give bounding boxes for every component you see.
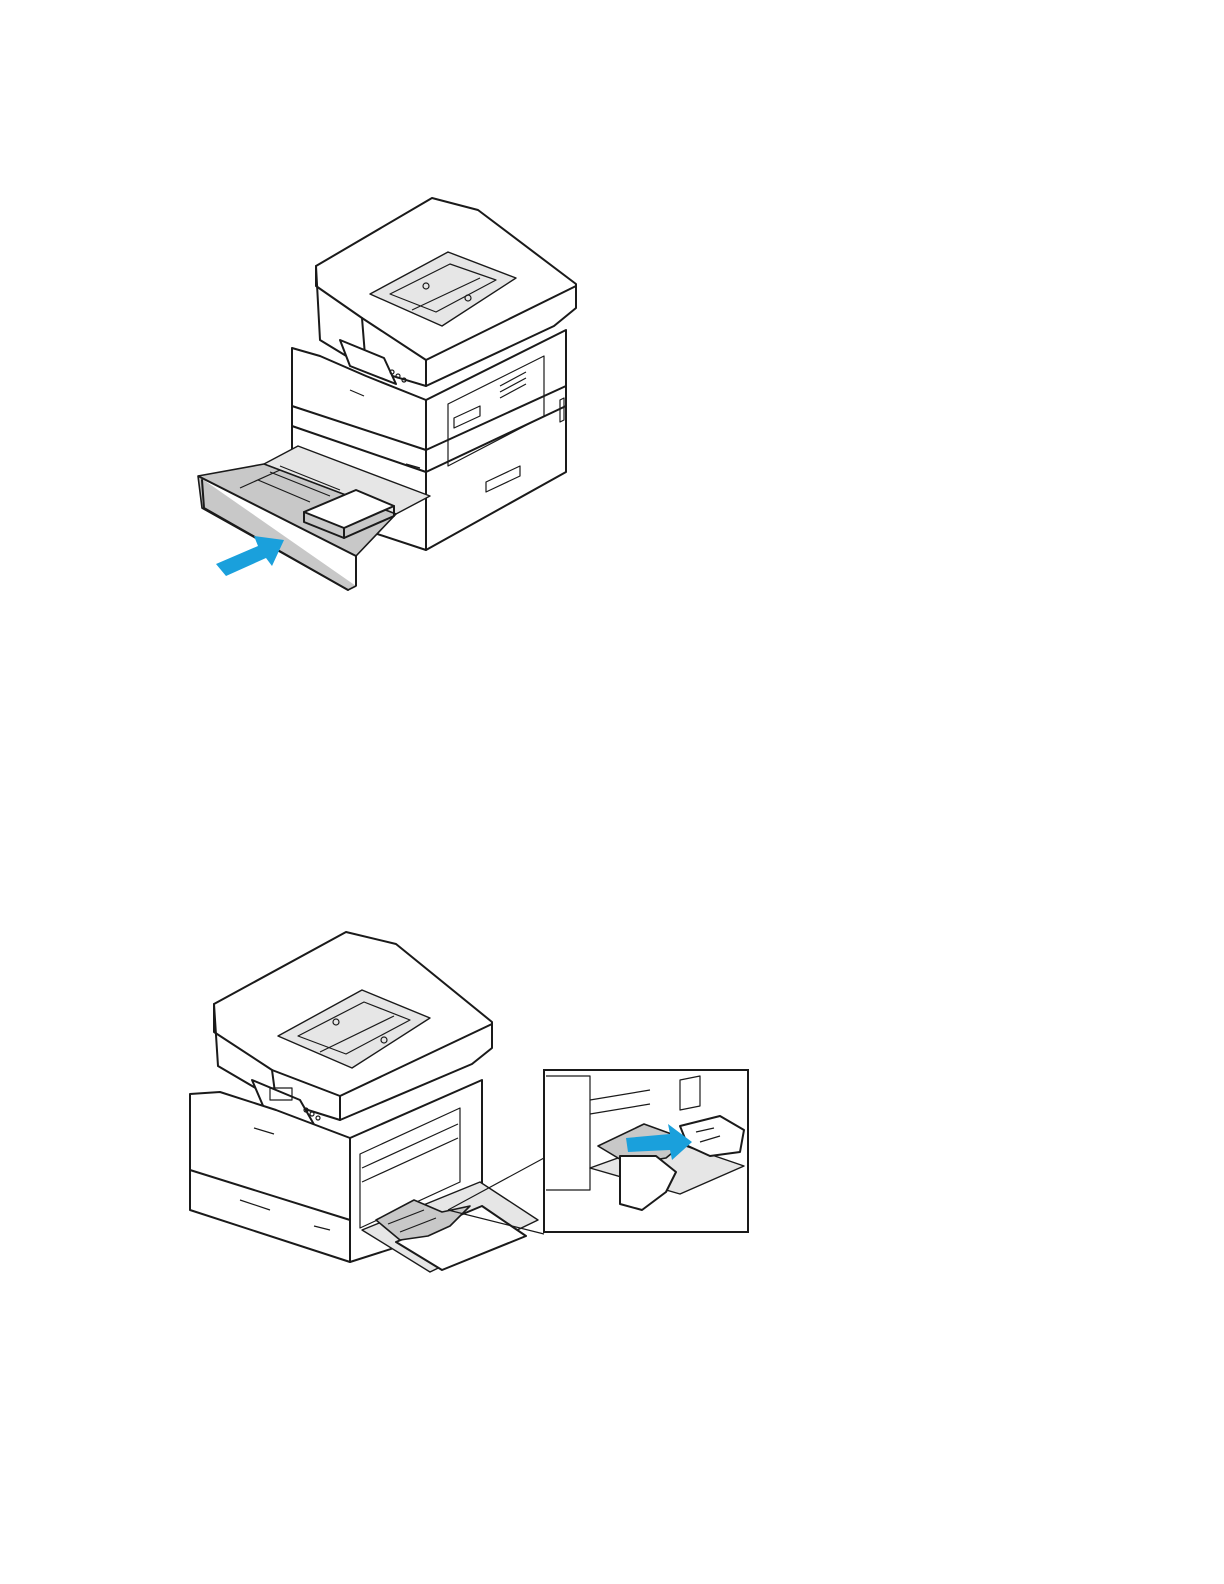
push-arrow-icon	[216, 536, 284, 576]
printer-tray-insert-illustration	[180, 190, 600, 610]
printer-bypass-jam-illustration	[180, 920, 760, 1290]
